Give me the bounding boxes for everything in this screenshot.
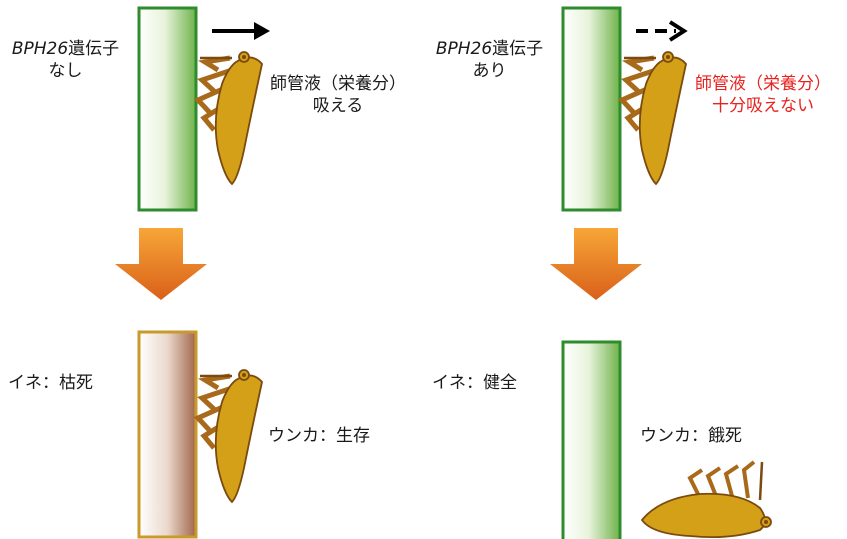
- rice-status-withered: イネ：枯死: [8, 373, 93, 393]
- planthopper-icon: [622, 52, 686, 184]
- rice-stem-icon: [137, 330, 198, 539]
- feeding-arrow-icon: [636, 20, 688, 42]
- feeding-note-insufficient: 師管液（栄養分） 十分吸えない: [695, 74, 831, 116]
- planthopper-status-survive: ウンカ：生存: [268, 426, 370, 446]
- rice-stem-icon: [561, 340, 622, 539]
- down-arrow-icon: [115, 228, 207, 300]
- rice-stem-icon: [561, 6, 622, 212]
- rice-stem-icon: [137, 6, 198, 212]
- planthopper-icon: [640, 460, 772, 539]
- rice-status-healthy: イネ：健全: [432, 373, 517, 393]
- planthopper-icon: [198, 370, 262, 502]
- planthopper-status-starved: ウンカ：餓死: [640, 426, 742, 446]
- down-arrow-icon: [550, 228, 642, 300]
- gene-label-absent: BPH26遺伝子 なし: [11, 39, 120, 81]
- planthopper-icon: [198, 52, 262, 184]
- feeding-note-ok: 師管液（栄養分） 吸える: [270, 74, 406, 116]
- feeding-arrow-icon: [212, 22, 270, 40]
- gene-label-present: BPH26遺伝子 あり: [435, 39, 544, 81]
